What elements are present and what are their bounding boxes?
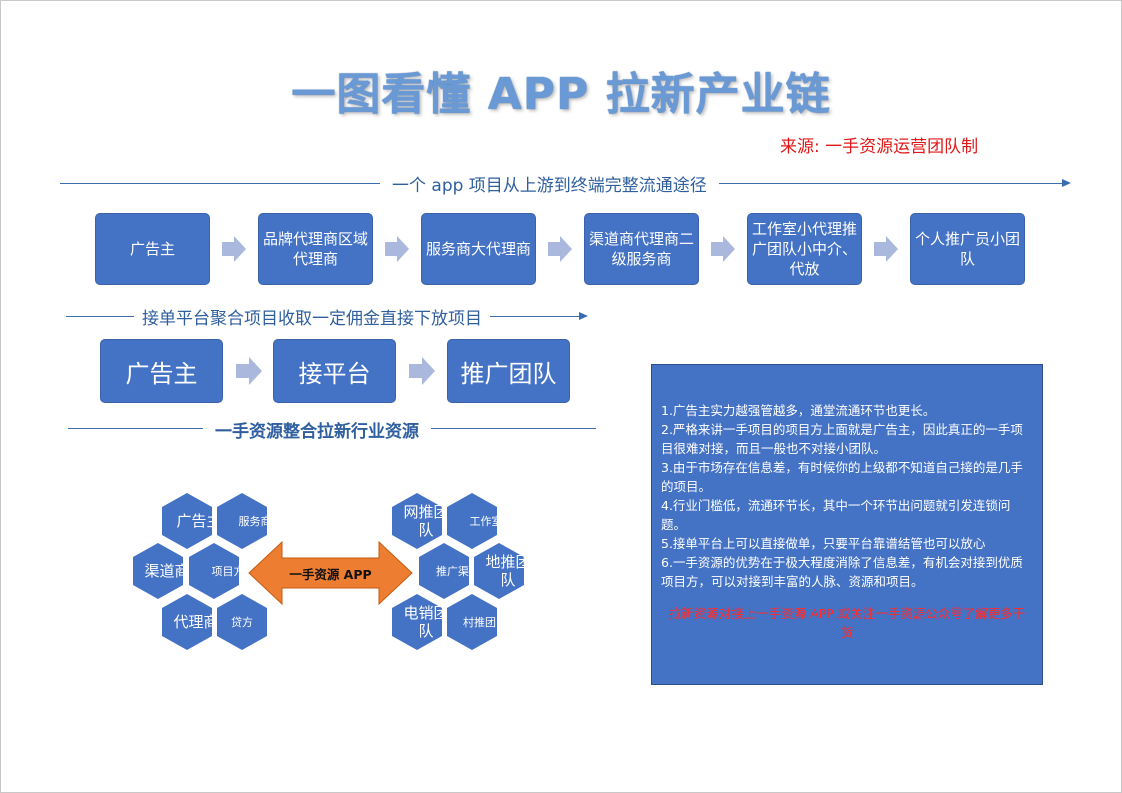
page-title: 一图看懂 APP 拉新产业链 — [291, 69, 831, 120]
resource-app-arrow: 一手资源 APP — [248, 540, 413, 606]
hex-ground-promo: 地推团队 — [473, 542, 531, 600]
hex-channel: 渠道商 — [132, 542, 190, 600]
note-item: 6.一手资源的优势在于极大程度消除了信息差，有机会对接到优质项目方，可以对接到丰… — [661, 555, 1023, 589]
call-to-action: 拉新资源对接上一手资源 APP,或关注一手资源公众号了解更多干货 — [668, 606, 1026, 640]
chain-chevron-2 — [385, 236, 409, 262]
hex-studio: 工作室 — [446, 492, 503, 550]
section-1-arrow-head — [1062, 179, 1071, 187]
chain-chevron-5 — [874, 236, 898, 262]
hex-service-provider: 服务商 — [216, 492, 272, 550]
section-2-arrow-head — [579, 312, 588, 320]
source-credit: 来源: 一手资源运营团队制 — [780, 137, 979, 157]
section-3-title: 一手资源整合拉新行业资源 — [203, 417, 431, 442]
hex-project-owner: 项目方 — [188, 542, 245, 600]
note-item: 4.行业门槛低，流通环节长，其中一个环节出问题就引发连锁问题。 — [661, 498, 1011, 532]
chain-step-advertiser: 广告主 — [95, 213, 210, 285]
section-1-title: 一个 app 项目从上游到终端完整流通途径 — [380, 171, 719, 196]
chain-chevron-1 — [222, 236, 246, 262]
platform-step-promo-team: 推广团队 — [447, 339, 570, 403]
note-item: 1.广告主实力越强管越多，通堂流通环节也更长。 — [661, 403, 936, 418]
chain-step-channel-agent: 渠道商代理商二级服务商 — [584, 213, 699, 285]
hex-advertiser: 广告主 — [161, 492, 222, 550]
hex-telesales: 电销团队 — [391, 593, 449, 651]
chain-step-studio: 工作室小代理推广团队小中介、代放 — [747, 213, 862, 285]
platform-chevron-1 — [236, 357, 262, 385]
note-item: 3.由于市场存在信息差，有时候你的上级都不知道自己接的是几手的项目。 — [661, 460, 1023, 494]
chain-chevron-4 — [711, 236, 735, 262]
hex-promo-channel: 推广渠道 — [418, 542, 480, 600]
resource-app-label: 一手资源 APP — [289, 566, 372, 582]
note-item: 2.严格来讲一手项目的项目方上面就是广告主，因此真正的一手项目很难对接，而且一般… — [661, 422, 1023, 456]
chain-step-individual-promoter: 个人推广员小团队 — [910, 213, 1025, 285]
note-item: 5.接单平台上可以直接做单，只要平台靠谱结管也可以放心 — [661, 536, 986, 551]
hex-village-promo: 村推团队 — [446, 593, 507, 651]
hex-online-promo: 网推团队 — [391, 492, 449, 550]
platform-chevron-2 — [409, 357, 435, 385]
chain-step-brand-agent: 品牌代理商区域代理商 — [258, 213, 373, 285]
section-2-title: 接单平台聚合项目收取一定佣金直接下放项目 — [134, 304, 490, 329]
platform-step-platform: 接平台 — [273, 339, 396, 403]
chain-chevron-3 — [548, 236, 572, 262]
notes-panel: 1.广告主实力越强管越多，通堂流通环节也更长。 2.严格来讲一手项目的项目方上面… — [651, 364, 1043, 685]
hex-agent: 代理商 — [161, 593, 219, 651]
chain-step-service-provider: 服务商大代理商 — [421, 213, 536, 285]
platform-step-advertiser: 广告主 — [100, 339, 223, 403]
hex-lender: 贷方 — [216, 593, 268, 651]
